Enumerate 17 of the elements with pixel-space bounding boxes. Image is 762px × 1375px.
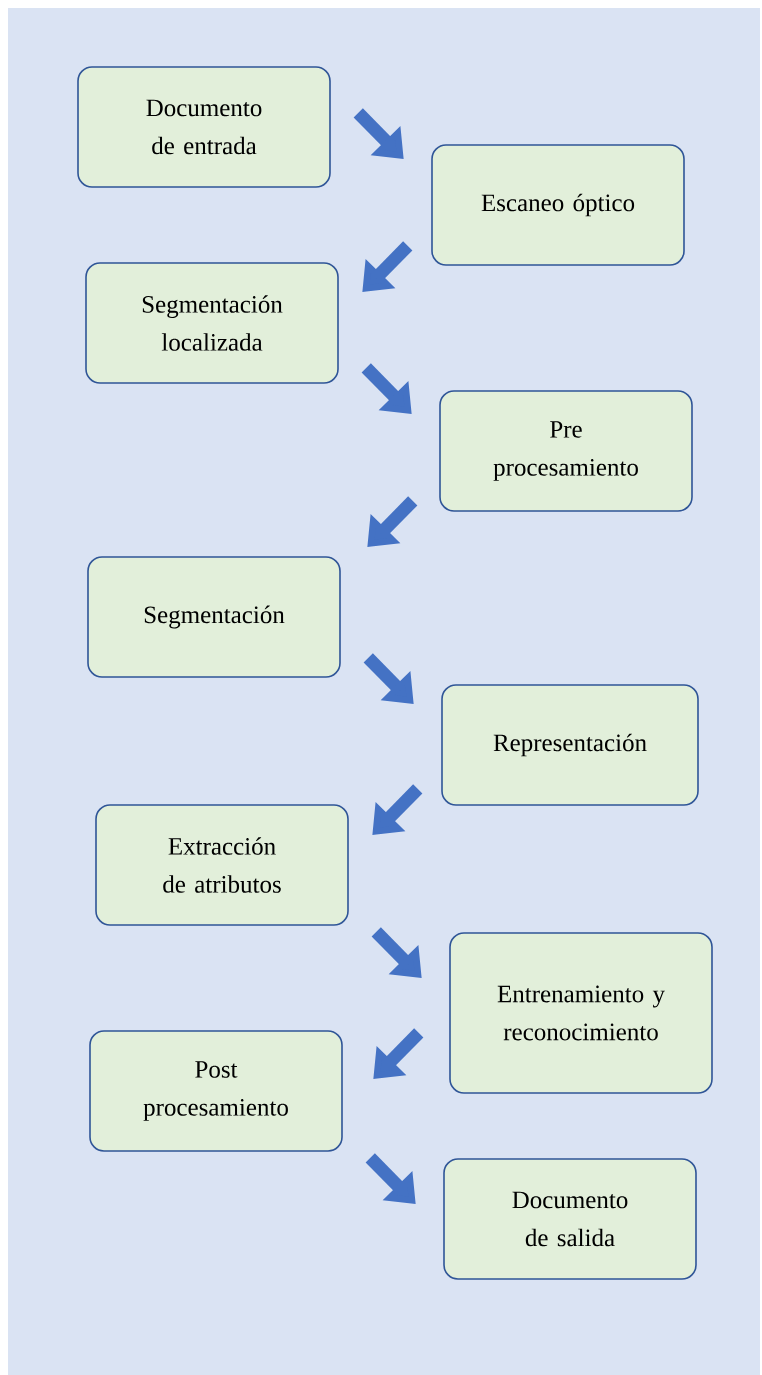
arrow	[373, 1028, 424, 1079]
process-box: Post procesamiento	[89, 1030, 343, 1152]
process-box: Segmentación localizada	[85, 262, 339, 384]
arrow	[367, 496, 418, 547]
process-box: Documento de entrada	[77, 66, 331, 188]
process-box: Representación	[441, 684, 699, 806]
arrow	[353, 108, 404, 159]
process-box: Segmentación	[87, 556, 341, 678]
arrow	[363, 653, 414, 704]
arrow	[371, 927, 422, 978]
process-box: Extracción de atributos	[95, 804, 349, 926]
process-box: Escaneo óptico	[431, 144, 685, 266]
process-box: Entrenamiento y reconocimiento	[449, 932, 713, 1094]
process-box: Documento de salida	[443, 1158, 697, 1280]
arrow	[365, 1153, 416, 1204]
process-box: Pre procesamiento	[439, 390, 693, 512]
arrow	[361, 363, 412, 414]
